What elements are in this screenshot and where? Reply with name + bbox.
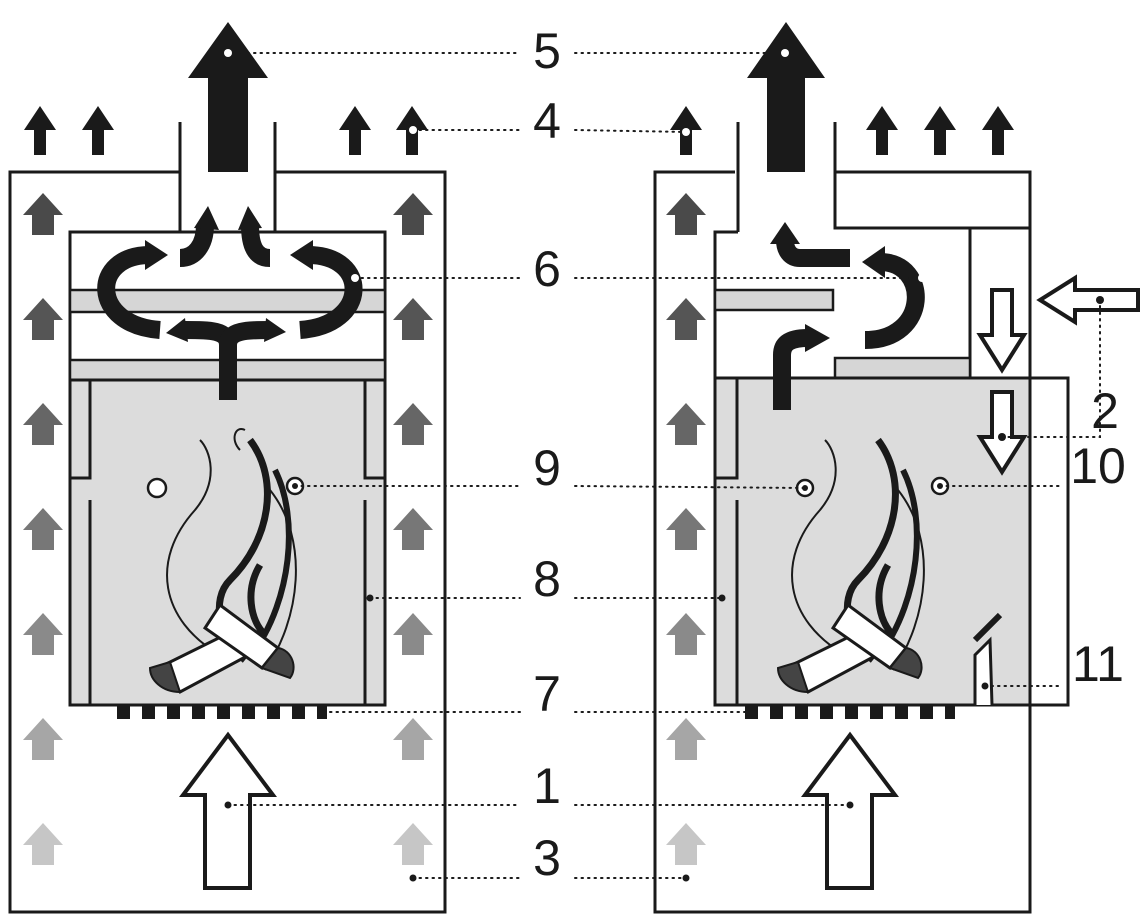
callout-1: 1	[533, 758, 561, 814]
left-circulation-arrows	[97, 224, 363, 400]
left-primary-air-arrow	[179, 731, 277, 890]
left-grate	[117, 705, 327, 719]
right-upper-baffle	[713, 288, 835, 312]
right-grate	[745, 705, 955, 719]
right-damper-flap	[972, 612, 1003, 643]
callout-6: 6	[533, 241, 561, 297]
right-side-duct	[1030, 376, 1070, 707]
right-lower-baffle	[833, 356, 972, 380]
left-air-inlet-circle	[146, 477, 168, 499]
right-fire	[791, 437, 925, 671]
right-upper-chamber	[713, 226, 972, 378]
right-warm-air-arrows	[670, 106, 1014, 155]
left-convection-arrows-outer	[23, 193, 63, 865]
right-convection-arrows	[666, 193, 706, 865]
callout-11: 11	[1072, 636, 1124, 692]
callout-7: 7	[533, 666, 561, 722]
callout-numbers: 5 4 6 2 9 10 8 11 7 1 3	[533, 23, 1126, 886]
callout-2: 2	[1091, 383, 1119, 439]
right-damper	[973, 636, 994, 706]
leader-lines	[227, 52, 1101, 879]
callout-5: 5	[533, 23, 561, 79]
callout-4: 4	[533, 93, 561, 149]
right-logs	[776, 602, 923, 694]
left-convection-arrows-inner	[393, 193, 433, 865]
right-tertiary-air-arrow-down-1	[976, 288, 1028, 374]
right-tertiary-air-arrow-in	[1036, 274, 1140, 326]
right-secondary-nozzle-dot	[802, 485, 808, 491]
callout-9: 9	[533, 440, 561, 496]
left-circulation-arrowheads	[145, 206, 313, 342]
callout-8: 8	[533, 551, 561, 607]
left-firebox-side-lines	[70, 380, 385, 705]
left-flue	[178, 122, 277, 232]
left-fire	[166, 428, 297, 671]
callout-3: 3	[533, 830, 561, 886]
right-firebox-side-lines	[715, 378, 739, 705]
right-stove	[653, 22, 1140, 914]
left-logs	[148, 602, 295, 694]
callout-10: 10	[1070, 438, 1126, 494]
left-upper-baffle	[68, 288, 387, 314]
leader-dots	[224, 49, 1104, 882]
right-flue-gas-arrow	[747, 22, 825, 172]
left-stove	[8, 22, 447, 914]
right-circulation-arrowheads	[770, 222, 885, 352]
right-tertiary-air-arrow-down-2	[976, 390, 1028, 476]
right-primary-air-arrow	[801, 731, 899, 890]
left-flue-gas-arrow	[188, 22, 268, 172]
